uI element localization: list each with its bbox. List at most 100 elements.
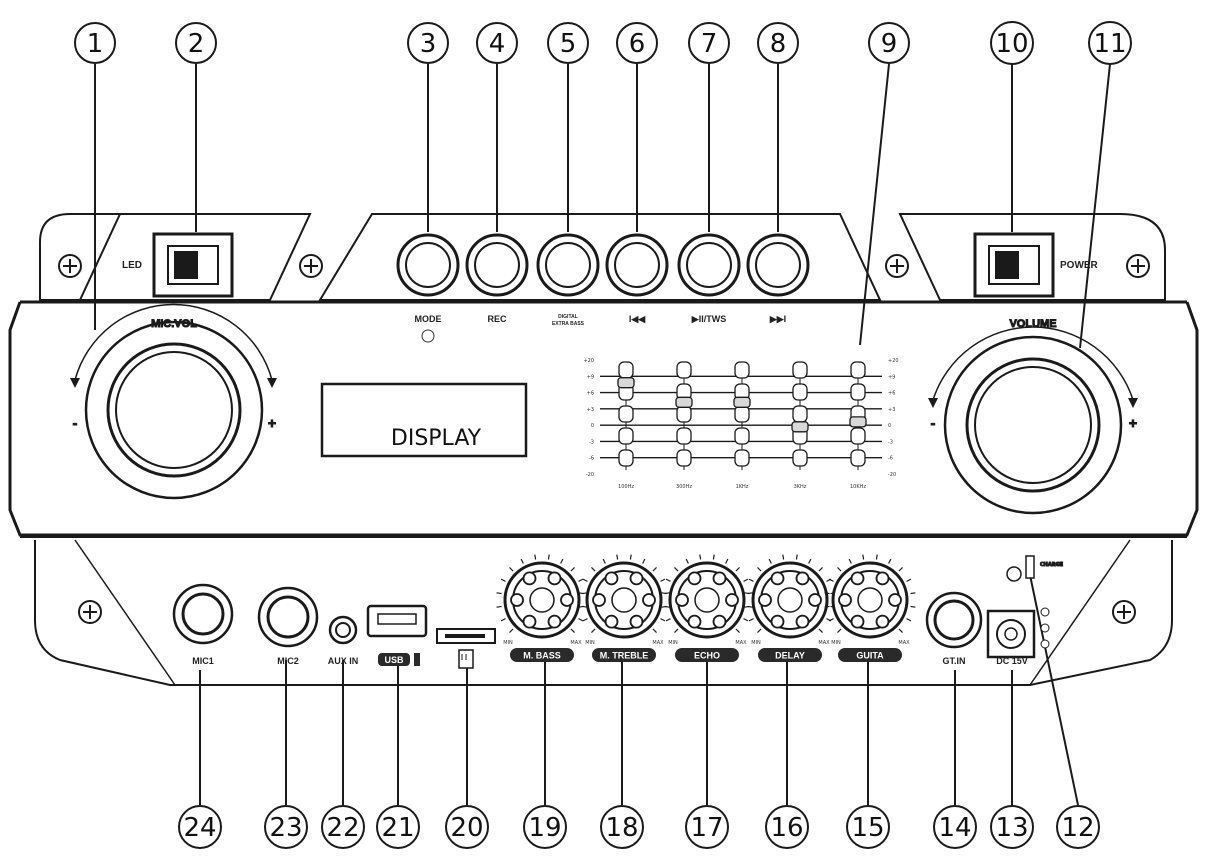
mic1-jack[interactable] bbox=[172, 583, 234, 645]
svg-text:9: 9 bbox=[881, 29, 898, 59]
bottom-jack-labels: MIC1 MIC2 AUX IN USB GT.IN DC 15V bbox=[192, 649, 1028, 669]
led-label: LED bbox=[122, 260, 142, 271]
m-treble-badge bbox=[592, 648, 656, 662]
eq-slider-handle[interactable] bbox=[617, 377, 635, 389]
callout-12: 12 bbox=[1056, 805, 1100, 849]
eq-freq-label: 3KHz bbox=[794, 484, 807, 490]
knob-max-label: MAX bbox=[735, 640, 747, 646]
extra-bass-button[interactable] bbox=[536, 233, 600, 297]
knob-tick bbox=[547, 554, 550, 560]
screw-icon bbox=[1112, 600, 1136, 624]
knob-tick bbox=[757, 567, 762, 572]
aux-in-jack[interactable] bbox=[328, 615, 358, 645]
led-switch[interactable]: LED bbox=[122, 232, 234, 298]
mode-label: MODE bbox=[415, 314, 442, 324]
callout-13: 13 bbox=[990, 805, 1034, 849]
eq-scale-label: -20 bbox=[586, 472, 594, 478]
eq-slider-handle[interactable] bbox=[849, 416, 867, 428]
svg-text:16: 16 bbox=[770, 813, 803, 843]
eq-scale-label: 0 bbox=[888, 423, 891, 429]
knob-tick bbox=[712, 554, 715, 560]
eq-scale-label: +20 bbox=[888, 358, 899, 364]
svg-text:17: 17 bbox=[690, 813, 723, 843]
mic2-jack[interactable] bbox=[257, 586, 319, 648]
svg-text:7: 7 bbox=[701, 29, 718, 59]
knob-tick bbox=[560, 558, 564, 564]
next-button[interactable] bbox=[746, 233, 810, 297]
prev-button[interactable] bbox=[605, 233, 669, 297]
volume-knob[interactable]: VOLUME - + bbox=[928, 318, 1138, 515]
knob-grip bbox=[604, 571, 619, 586]
eq-slider-segment bbox=[676, 427, 692, 445]
knob-cap bbox=[611, 587, 637, 613]
eq-freq-label: 10KHz bbox=[850, 484, 866, 490]
knob-max-label: MAX bbox=[570, 640, 582, 646]
knob-tick bbox=[862, 554, 865, 560]
knob-grip bbox=[592, 593, 606, 607]
eq-scale-label: +9 bbox=[888, 374, 895, 380]
svg-text:3: 3 bbox=[420, 29, 437, 59]
knob-tick bbox=[828, 618, 834, 622]
knob-max-label: MAX bbox=[898, 640, 910, 646]
eq-scale-label: +20 bbox=[583, 358, 594, 364]
eq-slider-handle[interactable] bbox=[675, 396, 693, 408]
knob-tick bbox=[570, 628, 575, 633]
knob-tick bbox=[898, 628, 903, 633]
svg-text:12: 12 bbox=[1061, 813, 1094, 843]
usb-port[interactable] bbox=[366, 604, 428, 638]
digital-label: DIGITAL bbox=[558, 314, 578, 320]
screw-icon bbox=[58, 254, 82, 278]
knob-tick bbox=[665, 618, 671, 622]
knob-tick bbox=[602, 558, 606, 564]
eq-slider-segment bbox=[618, 361, 634, 379]
callout-11: 11 bbox=[1088, 21, 1132, 65]
svg-text:4: 4 bbox=[489, 29, 506, 59]
knob-tick bbox=[910, 605, 916, 608]
knob-tick bbox=[570, 567, 575, 572]
callout-7: 7 bbox=[688, 22, 730, 64]
power-switch[interactable]: POWER bbox=[973, 232, 1099, 298]
knob-tick bbox=[534, 554, 537, 560]
mic-vol-knob[interactable]: MIC.VOL - + bbox=[70, 303, 277, 500]
eq-slider-handle[interactable] bbox=[733, 396, 751, 408]
knob-max-label: MAX bbox=[818, 640, 830, 646]
guitar-in-jack[interactable] bbox=[925, 591, 983, 649]
sd-card-icon bbox=[458, 649, 474, 669]
volume-minus: - bbox=[931, 415, 936, 431]
svg-text:14: 14 bbox=[938, 813, 971, 843]
knob-tick bbox=[582, 618, 588, 622]
knob-tick bbox=[757, 628, 762, 633]
eq-slider-segment bbox=[618, 449, 634, 467]
mode-button[interactable] bbox=[396, 233, 460, 297]
eq-slider-handle[interactable] bbox=[791, 421, 809, 433]
svg-text:13: 13 bbox=[995, 813, 1028, 843]
eq-slider-segment bbox=[850, 449, 866, 467]
knob-tick bbox=[818, 628, 823, 633]
knob-tick bbox=[743, 618, 749, 622]
knob-tick bbox=[743, 578, 749, 582]
rec-button[interactable] bbox=[465, 233, 529, 297]
play-tws-button[interactable] bbox=[677, 233, 741, 297]
bottom-jacks: CHARGE bbox=[172, 555, 1064, 659]
knob-grip bbox=[560, 593, 574, 607]
svg-text:20: 20 bbox=[450, 813, 483, 843]
rec-label: REC bbox=[487, 314, 507, 324]
callout-2: 2 bbox=[175, 22, 217, 64]
knob-tick bbox=[837, 567, 842, 572]
echo-badge bbox=[675, 648, 739, 662]
sd-card-slot[interactable] bbox=[436, 628, 496, 644]
svg-text:5: 5 bbox=[560, 29, 577, 59]
callouts-top: 1 2 3 4 5 6 7 8 9 10 11 bbox=[74, 21, 1132, 65]
knob-grip bbox=[712, 614, 727, 629]
knob-tick bbox=[578, 578, 584, 582]
knob-grip bbox=[875, 614, 890, 629]
dc-in-port[interactable] bbox=[986, 609, 1036, 659]
eq-scale-label: +3 bbox=[587, 407, 594, 413]
knob-grip bbox=[604, 614, 619, 629]
mic-vol-label: MIC.VOL bbox=[151, 318, 197, 330]
